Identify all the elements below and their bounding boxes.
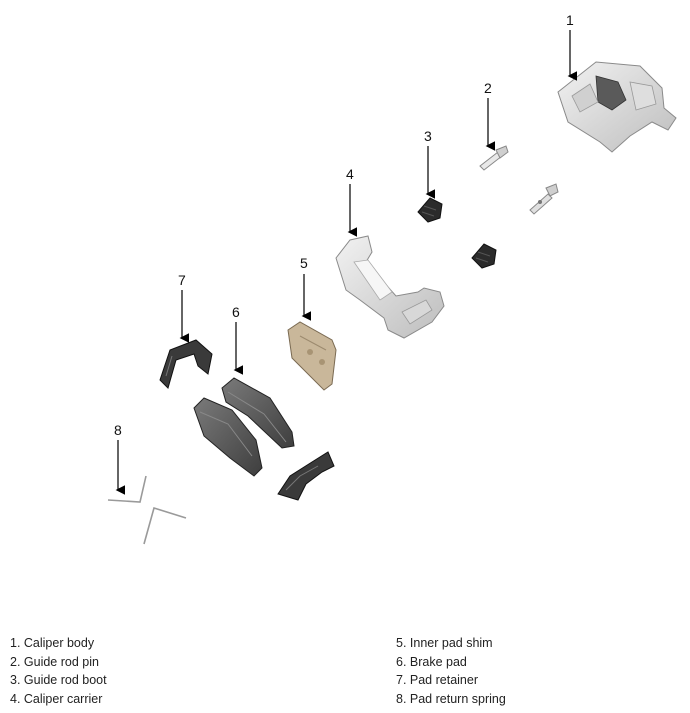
pad-retainer-lower [277,451,335,501]
legend-item: 1. Caliper body [10,636,95,650]
brake-pad-outer [221,377,295,449]
caliper-carrier [335,235,445,339]
exploded-brake-caliper-diagram: 1 2 3 4 5 6 7 8 [107,12,677,545]
legend-item: 3. Guide rod boot [10,673,107,687]
callout-2: 2 [484,80,492,96]
callout-arrows [115,30,578,495]
pad-retainer-upper [159,339,213,389]
callout-5: 5 [300,255,308,271]
legend-right-column: 5. Inner pad shim 6. Brake pad 7. Pad re… [396,634,506,708]
callout-8: 8 [114,422,122,438]
legend-item: 8. Pad return spring [396,691,506,706]
callout-1: 1 [566,12,574,28]
callout-7: 7 [178,272,186,288]
legend-item: 7. Pad retainer [396,673,478,687]
callout-3: 3 [424,128,432,144]
guide-rod-pin-lower [529,183,559,215]
legend-item: 4. Caliper carrier [10,691,103,706]
callout-4: 4 [346,166,354,182]
guide-rod-pin-upper [479,145,509,171]
legend-item: 2. Guide rod pin [10,654,99,669]
guide-rod-boot-upper [417,197,443,223]
brake-pad-inner [193,397,263,477]
inner-pad-shim [287,321,337,391]
legend-left-column: 1. Caliper body 2. Guide rod pin 3. Guid… [10,634,107,708]
legend-item: 6. Brake pad [396,654,467,669]
pad-return-spring [107,475,187,545]
legend-item: 5. Inner pad shim [396,636,493,650]
caliper-body [557,61,677,153]
callout-6: 6 [232,304,240,320]
guide-rod-boot-lower [471,243,497,269]
